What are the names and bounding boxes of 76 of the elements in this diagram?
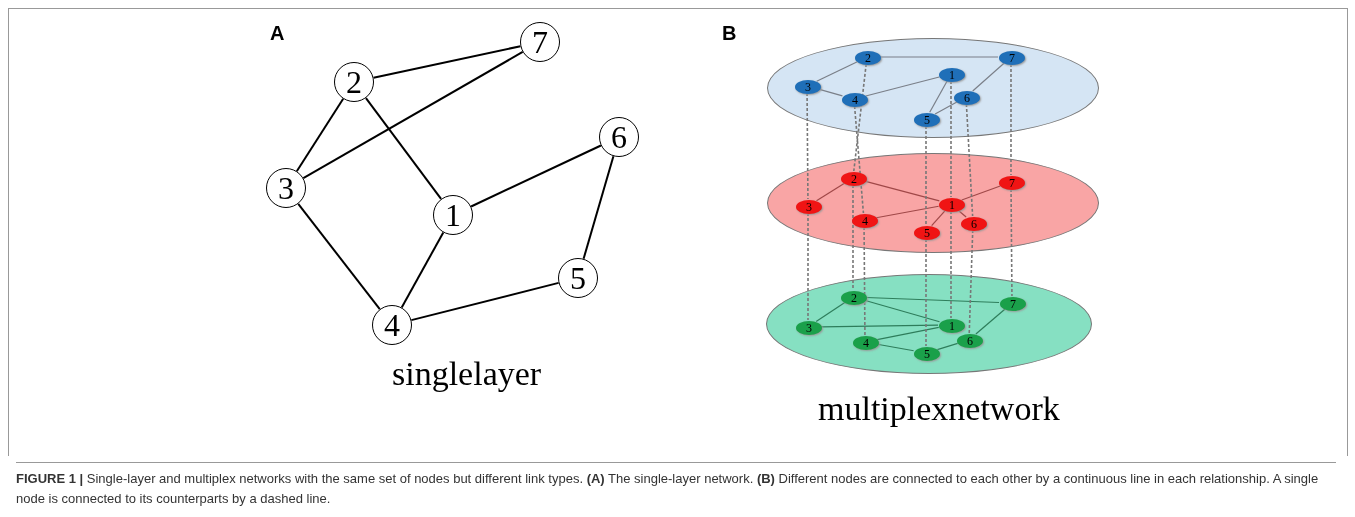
link-line: [816, 61, 858, 82]
link-line: [400, 231, 445, 309]
layer-node: 4: [842, 93, 868, 107]
link-line: [876, 343, 915, 352]
link-line: [972, 62, 1005, 92]
dashed-link: [950, 210, 952, 319]
link-line: [295, 97, 345, 173]
link-line: [820, 324, 939, 328]
layer-node: 2: [841, 172, 867, 186]
link-line: [975, 308, 1006, 335]
layer-node: 3: [795, 80, 821, 94]
dashed-link: [852, 184, 854, 291]
dashed-link: [925, 238, 927, 347]
dashed-link: [853, 105, 865, 214]
dashed-link: [863, 226, 866, 336]
link-line: [815, 301, 846, 323]
dashed-link: [806, 92, 809, 200]
layer-node: 5: [914, 347, 940, 361]
layer-node: 4: [852, 214, 878, 228]
layer-node: 4: [853, 336, 879, 350]
figure-caption: FIGURE 1 | Single-layer and multiplex networks with the same set of nodes but different link types. (A) The single-layer network. (B) Different nodes are connected to each other by a continuous line in each relationship. A single node is connected to its counterparts by a dashed line.: [16, 471, 1319, 506]
link-line: [470, 144, 602, 208]
link-line: [929, 80, 948, 113]
link-line: [934, 101, 958, 115]
layer-node: 6: [957, 334, 983, 348]
layer-node: 7: [999, 51, 1025, 65]
network-node: 4: [372, 305, 412, 345]
link-line: [879, 56, 999, 58]
panel-label: B: [722, 22, 737, 45]
link-line: [815, 182, 846, 202]
layer-node: 1: [939, 198, 965, 212]
link-line: [372, 45, 522, 79]
dashed-link: [950, 80, 952, 198]
link-line: [875, 205, 940, 219]
layer-node: 7: [999, 176, 1025, 190]
dashed-link: [925, 125, 927, 226]
network-node: 5: [558, 258, 598, 298]
layer-node: 2: [841, 291, 867, 305]
link-line: [865, 296, 1000, 304]
link-line: [936, 342, 959, 351]
network-node: 2: [334, 62, 374, 102]
network-node: 1: [433, 195, 473, 235]
network-node: 3: [266, 168, 306, 208]
layer-node: 5: [914, 226, 940, 240]
link-line: [957, 209, 967, 218]
layer-node: 6: [954, 91, 980, 105]
layer-node: 7: [1000, 297, 1026, 311]
dashed-link: [968, 229, 974, 334]
panel-title: singlelayer: [392, 355, 542, 393]
network-node: 6: [599, 117, 639, 157]
dashed-link: [807, 212, 809, 321]
link-line: [302, 50, 524, 180]
dashed-link: [1010, 188, 1013, 297]
link-line: [961, 185, 1001, 201]
layer-node: 1: [939, 319, 965, 333]
layer-node: 3: [796, 321, 822, 335]
link-line: [582, 155, 615, 260]
panel-label: A: [270, 22, 285, 45]
dashed-link: [965, 103, 974, 217]
link-line: [931, 209, 946, 227]
network-node: 7: [520, 22, 560, 62]
link-line: [864, 180, 940, 202]
link-line: [364, 97, 443, 200]
dashed-link: [1010, 63, 1012, 176]
panel-title: multiplexnetwork: [818, 390, 1060, 428]
layer-node: 5: [914, 113, 940, 127]
layer-node: 1: [939, 68, 965, 82]
layer-node: 3: [796, 200, 822, 214]
link-line: [865, 76, 940, 97]
link-line: [876, 326, 940, 341]
layer-node: 2: [855, 51, 881, 65]
layer-node: 6: [961, 217, 987, 231]
link-line: [297, 202, 381, 311]
link-line: [863, 299, 941, 323]
link-line: [410, 281, 560, 322]
dashed-link: [853, 63, 867, 172]
